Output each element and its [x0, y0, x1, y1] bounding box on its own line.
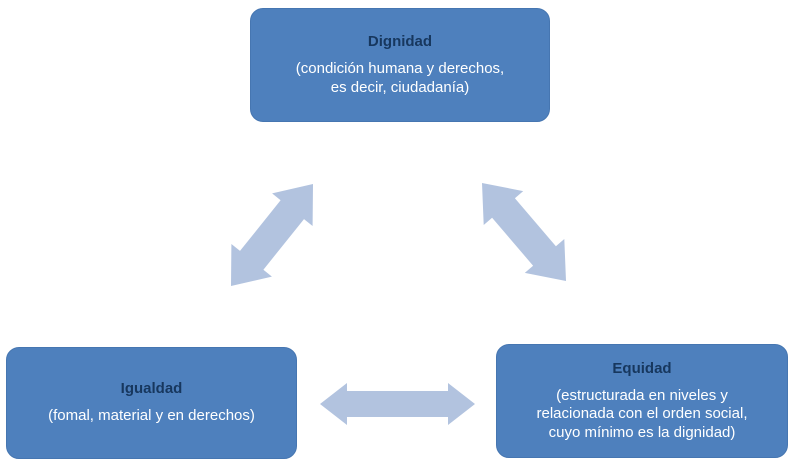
node-igualdad-title: Igualdad — [120, 380, 183, 398]
arrow-dignidad-igualdad — [231, 184, 313, 286]
arrow-dignidad-equidad — [482, 183, 566, 281]
node-equidad-subtitle: (estructurada en niveles y relacionada c… — [536, 387, 748, 441]
node-equidad-title: Equidad — [612, 360, 672, 378]
arrow-igualdad-equidad — [320, 383, 475, 425]
node-dignidad-title: Dignidad — [367, 33, 433, 51]
node-dignidad: Dignidad (condición humana y derechos, e… — [250, 8, 550, 122]
node-igualdad: Igualdad (fomal, material y en derechos) — [6, 347, 297, 459]
node-dignidad-subtitle: (condición humana y derechos, es decir, … — [295, 60, 505, 96]
node-igualdad-subtitle: (fomal, material y en derechos) — [48, 407, 255, 425]
node-equidad: Equidad (estructurada en niveles y relac… — [496, 344, 788, 458]
